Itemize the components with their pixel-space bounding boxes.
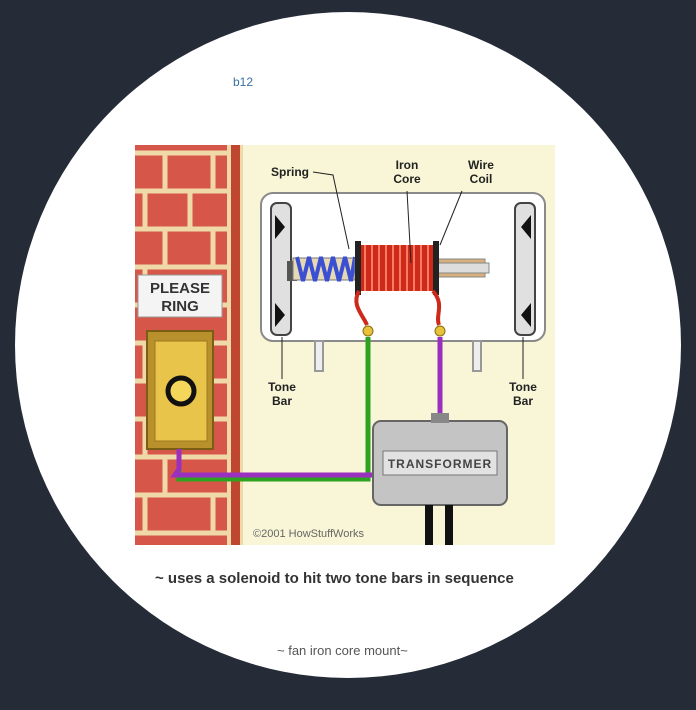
transformer-label: TRANSFORMER <box>388 457 492 471</box>
bar-right-label: Bar <box>513 394 533 408</box>
diagram-svg: PLEASE RING <box>135 145 546 545</box>
doorbell-diagram: PLEASE RING <box>135 145 555 545</box>
purple-wire-bottom <box>170 449 375 478</box>
ring-label: RING <box>161 298 199 315</box>
please-ring-sign: PLEASE RING <box>137 274 223 318</box>
page-fragment-top: b12 <box>233 75 254 89</box>
transformer: TRANSFORMER <box>372 413 508 545</box>
page-fragment-bottom: ~ fan iron core mount~ <box>277 643 408 658</box>
terminal-left <box>362 325 374 337</box>
please-label: PLEASE <box>150 280 210 297</box>
doorbell-button <box>146 330 214 450</box>
terminal-right <box>434 325 446 337</box>
spring <box>292 256 357 282</box>
coil-label: Coil <box>470 172 493 186</box>
plunger-rod <box>434 262 490 274</box>
wire-label: Wire <box>468 158 494 172</box>
spring-label: Spring <box>271 165 309 179</box>
housing-mounts <box>314 340 482 372</box>
bar-left-label: Bar <box>272 394 292 408</box>
iron-label: Iron <box>396 158 419 172</box>
tone-bar-left <box>270 202 297 336</box>
tone-right-label: Tone <box>509 380 537 394</box>
figure-caption: ~ uses a solenoid to hit two tone bars i… <box>155 570 514 587</box>
core-label: Core <box>393 172 421 186</box>
copyright-label: ©2001 HowStuffWorks <box>253 528 365 540</box>
leader-lines <box>281 171 524 379</box>
circular-crop: b12 <box>15 12 681 678</box>
wire-coil <box>354 241 442 326</box>
tone-bar-right <box>514 202 536 336</box>
tone-left-label: Tone <box>268 380 296 394</box>
